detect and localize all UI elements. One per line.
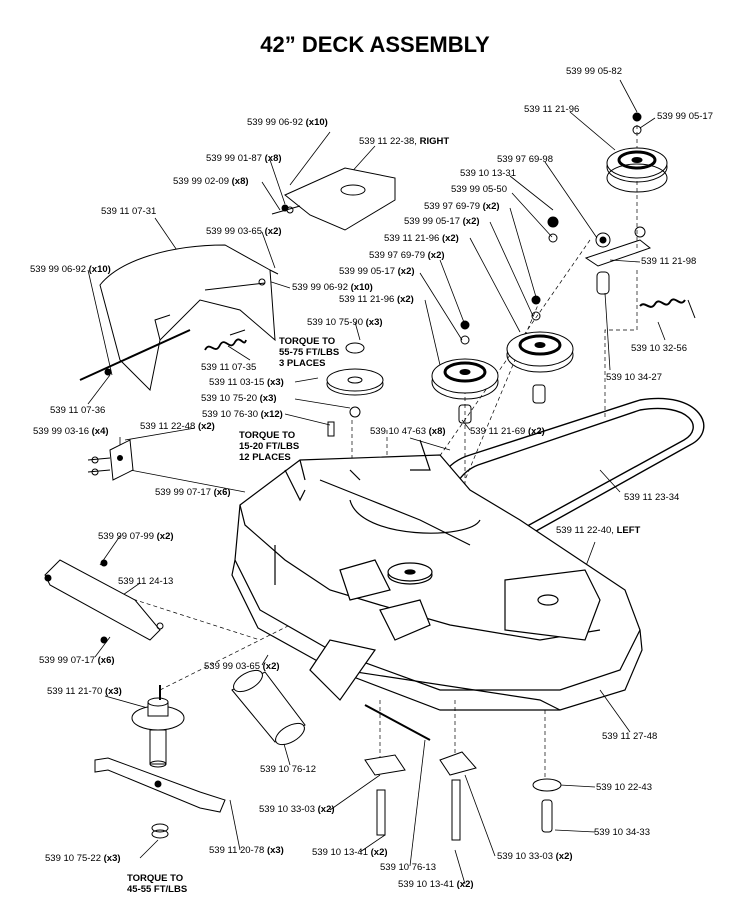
part-label: 539 97 69-79 (x2): [424, 201, 500, 212]
part-label: 539 11 22-40, LEFT: [556, 525, 641, 536]
part-label: 539 10 34-33: [594, 827, 650, 838]
part-label: 539 99 03-65 (x2): [204, 661, 280, 672]
spring-small: [204, 329, 247, 351]
mower-deck: [231, 439, 643, 711]
part-label: 539 10 76-30 (x12): [202, 409, 283, 420]
part-label: 539 11 23-34: [624, 492, 680, 503]
part-label: 539 11 20-78 (x3): [209, 845, 284, 856]
part-label: 539 11 21-96 (x2): [384, 233, 459, 244]
part-label: 539 11 22-48 (x2): [140, 421, 215, 432]
part-label: 539 11 21-98: [641, 256, 697, 267]
lower-hardware: [364, 704, 562, 841]
diagram-title: 42” DECK ASSEMBLY: [260, 32, 490, 57]
part-label: 539 10 32-56: [631, 343, 687, 354]
part-label: 539 99 07-99 (x2): [98, 531, 174, 542]
part-label: 539 11 22-38, RIGHT: [359, 136, 450, 147]
part-label: 539 99 01-87 (x8): [206, 153, 282, 164]
part-label: 539 10 33-03 (x2): [259, 804, 335, 815]
part-label: 539 99 05-17 (x2): [404, 216, 480, 227]
part-label: 539 99 05-82: [566, 66, 622, 77]
part-label: 539 10 33-03 (x2): [497, 851, 573, 862]
part-label: 539 11 07-35: [201, 362, 257, 373]
part-label: 539 11 21-96: [524, 104, 580, 115]
part-label: 539 10 13-41 (x2): [398, 879, 474, 890]
blade: [94, 757, 226, 839]
part-label: 539 97 69-79 (x2): [369, 250, 445, 261]
part-label: 539 10 76-12: [260, 764, 316, 775]
part-label: 539 11 07-36: [50, 405, 106, 416]
left-bracket-small: [87, 439, 134, 481]
part-label: 539 99 05-50: [451, 184, 507, 195]
spindle-assembly: [131, 685, 185, 768]
part-label: 539 99 05-17 (x2): [339, 266, 415, 277]
part-label: 539 11 07-31: [101, 206, 157, 217]
part-label: 539 11 21-69 (x2): [470, 426, 545, 437]
part-label: 539 99 03-65 (x2): [206, 226, 282, 237]
part-label: 539 99 06-92 (x10): [30, 264, 111, 275]
part-label: 539 10 76-13: [380, 862, 436, 873]
part-label: 539 99 06-92 (x10): [292, 282, 373, 293]
part-label: 539 10 75-22 (x3): [45, 853, 121, 864]
right-pulley-assembly: [547, 112, 668, 295]
part-label: 539 11 03-15 (x3): [209, 377, 284, 388]
part-label: 539 11 27-48: [602, 731, 658, 742]
discharge-chute: [79, 244, 279, 392]
part-label: 539 11 21-96 (x2): [339, 294, 414, 305]
part-label: 539 10 22-43: [596, 782, 652, 793]
part-label: 539 10 75-20 (x3): [201, 393, 277, 404]
part-label: 539 11 24-13: [118, 576, 174, 587]
part-label: 539 99 06-92 (x10): [247, 117, 328, 128]
part-label: 539 99 02-09 (x8): [173, 176, 249, 187]
roller-part: [231, 669, 306, 746]
part-label: 539 99 05-17: [657, 111, 713, 122]
part-label: 539 97 69-98: [497, 154, 553, 165]
part-label: 539 99 07-17 (x6): [155, 487, 231, 498]
right-bracket: [271, 167, 396, 231]
part-label: 539 99 07-17 (x6): [39, 655, 115, 666]
part-label: 539 11 21-70 (x3): [47, 686, 122, 697]
center-pulleys: [326, 295, 574, 437]
part-label: 539 10 13-31: [460, 168, 516, 179]
part-label: 539 99 03-16 (x4): [33, 426, 109, 437]
spring-part: [639, 298, 696, 319]
part-label: 539 10 34-27: [606, 372, 662, 383]
part-label: 539 10 13-41 (x2): [312, 847, 388, 858]
part-label: 539 10 47-63 (x8): [370, 426, 446, 437]
part-label: 539 10 75-90 (x3): [307, 317, 383, 328]
deflector-bracket: [44, 559, 164, 644]
